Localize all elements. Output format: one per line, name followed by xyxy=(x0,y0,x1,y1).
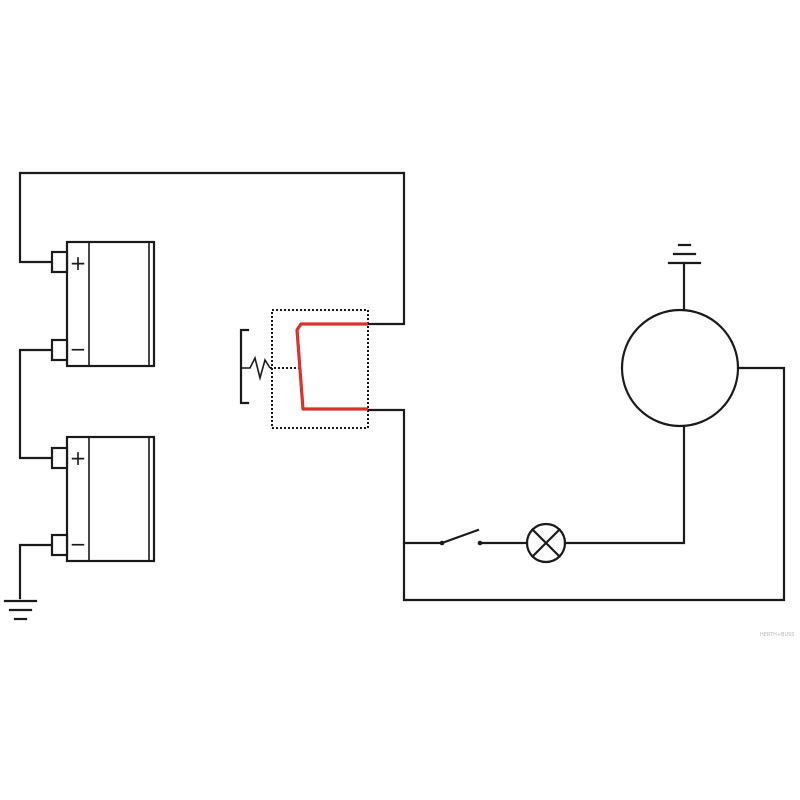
wire-lamp-to-motor xyxy=(563,425,686,545)
battery-1-positive-terminal xyxy=(50,250,69,274)
relay-contact xyxy=(295,322,368,411)
battery-2-plus-sign: + xyxy=(70,446,87,470)
motor-circle xyxy=(620,308,740,428)
ground-symbol-battery xyxy=(3,599,38,621)
battery-1-plus-sign: + xyxy=(70,251,87,275)
switch xyxy=(439,528,483,546)
wire-battery-ground xyxy=(18,543,54,600)
wire-relay-to-load xyxy=(366,366,786,602)
battery-2-minus-sign: − xyxy=(70,532,87,556)
wire-series-link xyxy=(18,348,54,460)
wire-battery-to-relay xyxy=(18,171,406,326)
battery-1-minus-sign: − xyxy=(70,337,87,361)
relay-actuator-bracket xyxy=(239,328,250,405)
lamp-icon xyxy=(525,522,567,564)
battery-1-negative-terminal xyxy=(50,338,69,362)
motor xyxy=(620,261,740,428)
battery-1: + − xyxy=(50,240,156,368)
battery-2-negative-terminal xyxy=(50,533,69,557)
relay xyxy=(239,309,369,429)
battery-2: + − xyxy=(50,435,156,563)
battery-2-positive-terminal xyxy=(50,446,69,470)
switch-lever xyxy=(440,528,480,545)
ground-symbol-motor xyxy=(667,243,702,265)
relay-spring-icon xyxy=(241,355,271,382)
watermark: HERTH+BUSS xyxy=(760,632,794,638)
